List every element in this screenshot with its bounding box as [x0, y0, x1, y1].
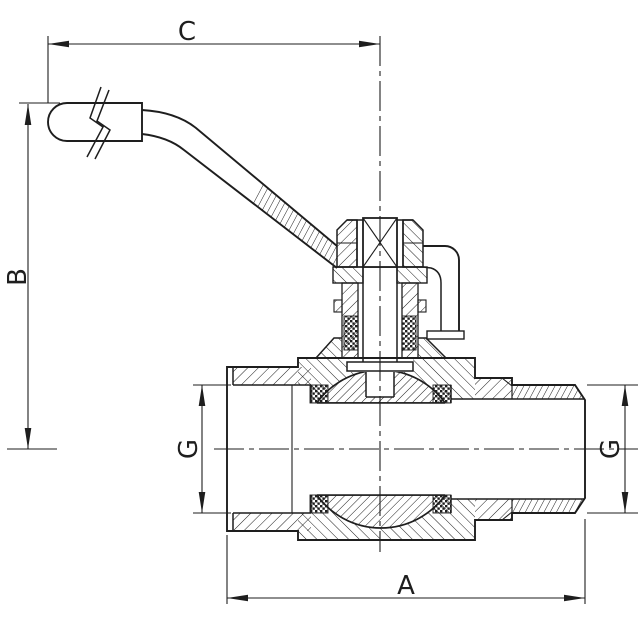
handle-section-hatch — [252, 183, 337, 268]
body-neck-right — [418, 338, 446, 358]
handle-tab — [422, 245, 465, 340]
dim-b-label: B — [3, 268, 33, 286]
handle-lever-top-edge — [141, 109, 338, 247]
valve-body — [226, 338, 587, 541]
dimension-a: A — [226, 519, 586, 604]
centerlines — [214, 36, 638, 552]
dim-g-right-arrow-top — [621, 385, 629, 406]
dim-g-left-arrow-bottom — [198, 492, 206, 513]
dim-g-right-lines — [587, 384, 638, 514]
dimension-g-left: G — [174, 384, 231, 514]
dim-g-left-label: G — [174, 439, 204, 459]
bonnet-step-right — [417, 299, 427, 313]
seat-pocket-walls — [310, 385, 452, 513]
seat-seal-bottom-left — [309, 494, 329, 514]
left-port-top-wall — [233, 367, 311, 385]
bonnet-step-left — [333, 299, 343, 313]
male-thread-bottom — [511, 497, 587, 514]
dim-g-right-label: G — [596, 439, 626, 459]
break-symbol — [86, 86, 111, 160]
dim-c-lines — [47, 36, 380, 103]
body-neck-left — [316, 338, 342, 358]
ball-bore-edges — [317, 402, 445, 496]
handle — [47, 86, 338, 269]
dim-c-arrow-left — [48, 40, 69, 48]
seat-seal-top-left — [309, 384, 329, 404]
tab-foot — [426, 330, 465, 340]
seat-seal-bottom-right — [432, 494, 452, 514]
tab-outer — [423, 245, 460, 331]
gland-flange-left — [332, 266, 364, 284]
gland-flange-right — [396, 266, 428, 284]
seat-seals — [309, 384, 452, 514]
dimension-c: C — [47, 17, 380, 103]
male-thread-top — [511, 384, 587, 401]
dim-g-right-arrow-bottom — [621, 492, 629, 513]
hex-chamfers — [501, 377, 513, 521]
seat-seal-top-right — [432, 384, 452, 404]
body-outline — [226, 357, 586, 541]
dim-a-arrow-left — [227, 594, 248, 602]
stem-packing-right — [401, 315, 417, 351]
handle-lever-bottom-edge — [141, 133, 338, 269]
stem-packing-left — [343, 315, 359, 351]
tab-inner — [422, 266, 442, 331]
dim-g-left-arrow-top — [198, 385, 206, 406]
dim-a-label: A — [397, 571, 415, 601]
dim-c-label: C — [178, 17, 196, 47]
stem-sides — [362, 267, 398, 362]
packing-nut — [336, 219, 424, 268]
neck-outlines — [315, 337, 447, 359]
dimensions: C B A G G — [3, 17, 638, 604]
dimension-g-right: G — [587, 384, 638, 514]
left-port-bottom-wall — [233, 513, 311, 531]
dim-a-arrow-right — [564, 594, 585, 602]
dim-b-arrow-bottom — [24, 428, 32, 449]
dimension-b: B — [3, 102, 60, 450]
dim-a-lines — [226, 519, 586, 604]
right-port-bore — [451, 399, 585, 499]
dim-b-arrow-top — [24, 104, 32, 125]
ball-bore-channel — [311, 403, 451, 495]
dim-c-arrow-right — [359, 40, 380, 48]
handle-grip — [47, 102, 143, 142]
bore-lines — [233, 384, 585, 514]
dim-g-left-lines — [193, 384, 231, 514]
dim-b-lines — [7, 102, 60, 450]
